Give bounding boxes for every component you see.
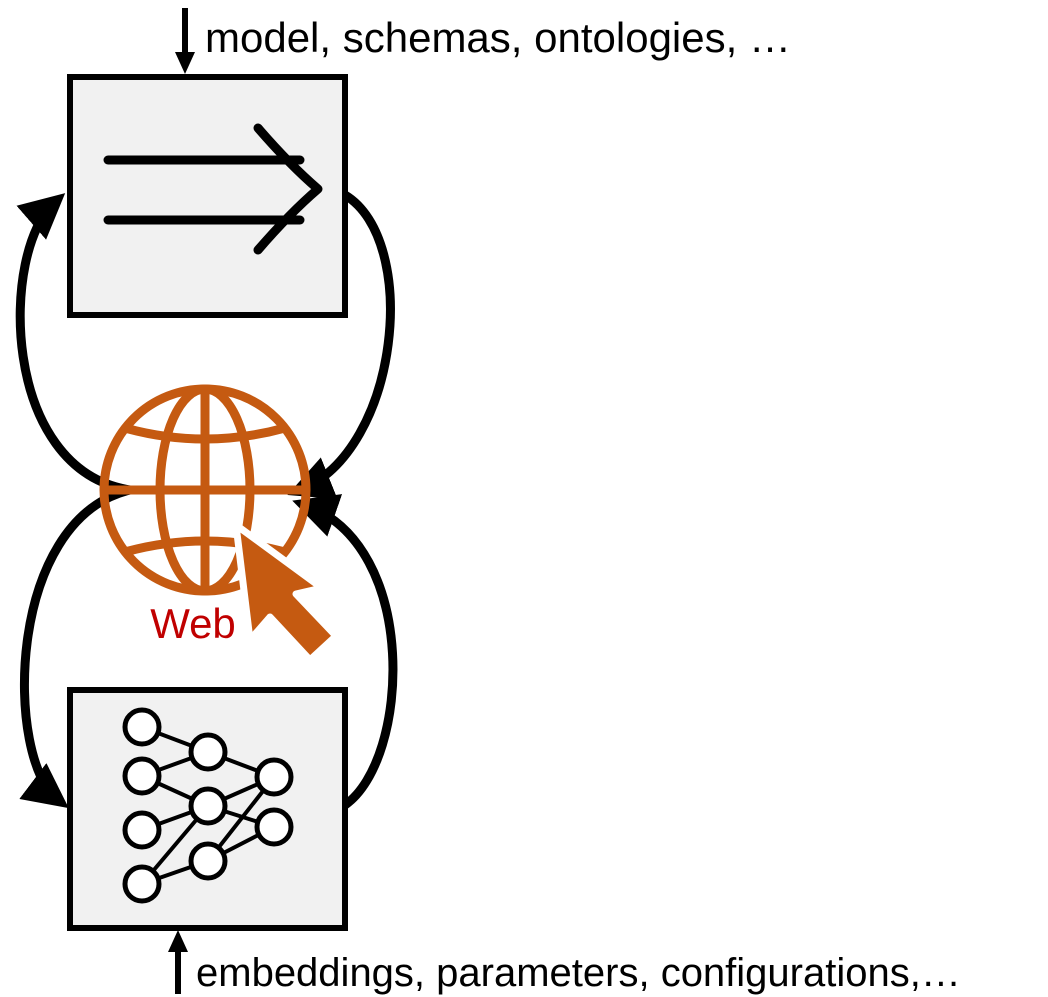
globe-cursor-icon	[99, 384, 340, 664]
top-input-caption: model, schemas, ontologies, …	[205, 14, 791, 61]
loop-arrow-left-upper	[15, 193, 131, 495]
bottom-input-caption: embeddings, parameters, configurations,…	[196, 951, 961, 995]
top-input-arrowhead	[175, 52, 195, 74]
loop-arrow-right-upper	[287, 191, 395, 500]
top-input: model, schemas, ontologies, …	[175, 8, 791, 74]
neural-network-icon	[122, 707, 294, 904]
symbolic-box	[67, 74, 348, 318]
bottom-input-arrowhead	[168, 930, 188, 952]
bottom-input: embeddings, parameters, configurations,…	[168, 930, 961, 995]
web-label: Web	[150, 600, 236, 647]
neural-box	[67, 687, 348, 931]
implication-arrow-icon	[103, 123, 323, 255]
loop-arrow-right-lower	[292, 494, 398, 809]
loop-arrow-left-lower	[19, 485, 132, 809]
